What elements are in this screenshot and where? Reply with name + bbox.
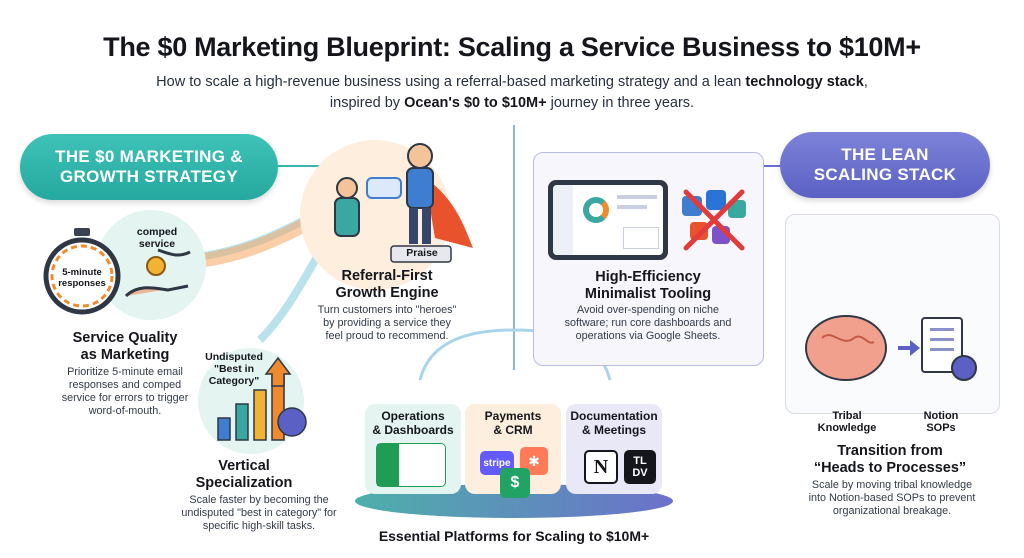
- payments-label: Payments & CRM: [484, 409, 542, 437]
- service-quality-heading: Service Quality as Marketing: [72, 330, 178, 363]
- praise-label: Praise: [406, 247, 438, 259]
- tablet-dashboard-icon: [548, 180, 668, 260]
- transition-heading: Transition from “Heads to Processes”: [813, 443, 967, 476]
- best-category-label: Undisputed "Best in Category": [205, 351, 263, 387]
- tooling-desc: Avoid over-spending on niche software; r…: [564, 304, 732, 342]
- timer-label: 5-minute responses: [58, 267, 106, 289]
- ops-label: Operations & Dashboards: [372, 409, 454, 437]
- sheets-icon: [376, 443, 446, 487]
- referral-heading: Referral-First Growth Engine: [335, 268, 439, 301]
- dollar-icon: $: [500, 468, 530, 498]
- comped-label: comped service: [136, 226, 178, 250]
- tribal-knowledge-label: Tribal Knowledge: [817, 410, 877, 434]
- referral-desc: Turn customers into "heroes" by providin…: [317, 304, 457, 342]
- vertical-heading: Vertical Specialization: [195, 458, 293, 491]
- growth-strategy-pill: THE $0 MARKETING & GROWTH STRATEGY: [20, 134, 278, 200]
- service-quality-desc: Prioritize 5-minute email responses and …: [61, 366, 189, 417]
- transition-desc: Scale by moving tribal knowledge into No…: [808, 479, 976, 517]
- platforms-caption: Essential Platforms for Scaling to $10M+: [378, 528, 650, 544]
- docs-label: Documentation & Meetings: [570, 409, 658, 437]
- tldv-icon: TL DV: [624, 450, 656, 484]
- brain-to-sops-icon: [805, 315, 977, 381]
- stopwatch-icon: [43, 228, 121, 315]
- lean-stack-pill: THE LEAN SCALING STACK: [780, 132, 990, 198]
- notion-icon: N: [584, 450, 618, 484]
- notion-sops-label: Notion SOPs: [923, 410, 959, 434]
- tooling-heading: High-Efficiency Minimalist Tooling: [584, 269, 712, 302]
- no-niche-apps-icon: [682, 189, 746, 251]
- hand-coin-icon: [124, 248, 191, 298]
- vertical-desc: Scale faster by becoming the undisputed …: [181, 494, 337, 532]
- hero-customer-icon: [334, 143, 473, 263]
- page-subtitle: How to scale a high-revenue business usi…: [156, 74, 868, 111]
- growth-chart-icon: [217, 356, 307, 441]
- vertical-bg: [198, 348, 304, 454]
- page-title: The $0 Marketing Blueprint: Scaling a Se…: [103, 32, 921, 62]
